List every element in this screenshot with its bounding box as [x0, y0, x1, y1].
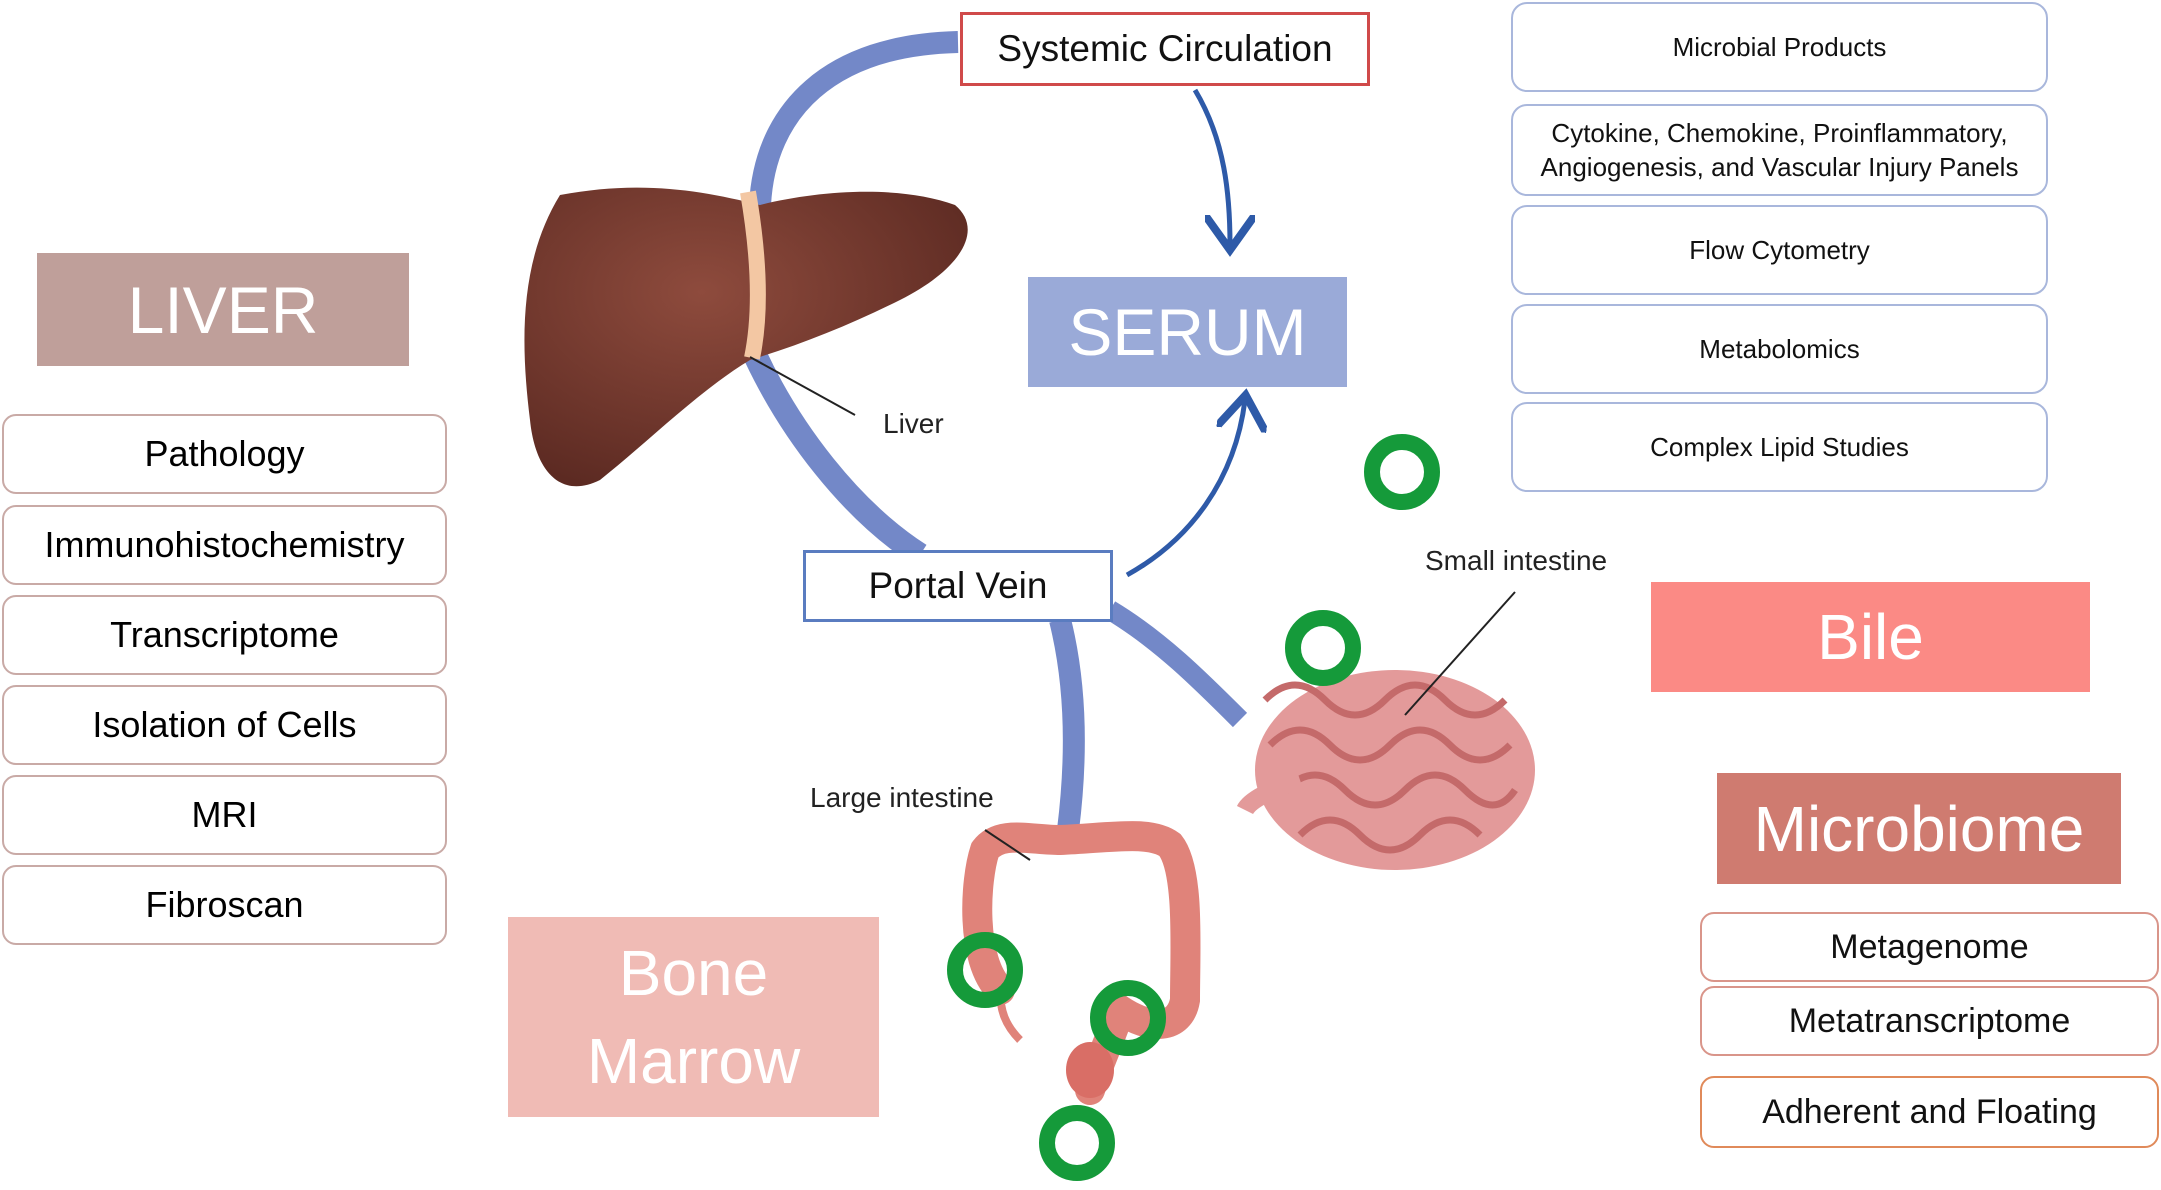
- large-intestine-label: Large intestine: [810, 782, 994, 814]
- systemic-circulation-box: Systemic Circulation: [960, 12, 1370, 86]
- liver-header: LIVER: [37, 253, 409, 366]
- arrow-systemic-to-serum: [1195, 90, 1230, 245]
- sample-ring-serum: [1372, 442, 1432, 502]
- sample-ring-small-intestine: [1293, 618, 1353, 678]
- serum-assay-item: Microbial Products: [1511, 2, 2048, 92]
- liver-assay-item: Fibroscan: [2, 865, 447, 945]
- serum-assay-item: Cytokine, Chemokine, Proinflammatory, An…: [1511, 104, 2048, 196]
- microbiome-assay-item: Metatranscriptome: [1700, 986, 2159, 1056]
- arrow-portal-to-serum: [1127, 400, 1245, 575]
- liver-assay-item: Transcriptome: [2, 595, 447, 675]
- serum-assay-item: Flow Cytometry: [1511, 205, 2048, 295]
- portal-vessel-lower: [1060, 620, 1074, 830]
- liver-assay-item: MRI: [2, 775, 447, 855]
- liver-image: [524, 188, 967, 487]
- bone-marrow-line1: Bone: [619, 929, 768, 1017]
- serum-header: SERUM: [1028, 277, 1347, 387]
- systemic-vessel: [760, 42, 958, 205]
- liver-label: Liver: [883, 408, 944, 440]
- sample-ring-rectum: [1047, 1113, 1107, 1173]
- liver-assay-item: Immunohistochemistry: [2, 505, 447, 585]
- bone-marrow-line2: Marrow: [587, 1017, 800, 1105]
- serum-assay-item: Metabolomics: [1511, 304, 2048, 394]
- serum-assay-item: Complex Lipid Studies: [1511, 402, 2048, 492]
- bone-marrow-header: Bone Marrow: [508, 917, 879, 1117]
- liver-assay-item: Pathology: [2, 414, 447, 494]
- small-intestine-label: Small intestine: [1425, 545, 1607, 577]
- bile-header: Bile: [1651, 582, 2090, 692]
- portal-vessel-small-intestine: [1110, 610, 1240, 720]
- portal-vessel-upper: [755, 355, 920, 555]
- microbiome-assay-item: Adherent and Floating: [1700, 1076, 2159, 1148]
- microbiome-header: Microbiome: [1717, 773, 2121, 884]
- microbiome-assay-item: Metagenome: [1700, 912, 2159, 982]
- liver-assay-item: Isolation of Cells: [2, 685, 447, 765]
- portal-vein-box: Portal Vein: [803, 550, 1113, 622]
